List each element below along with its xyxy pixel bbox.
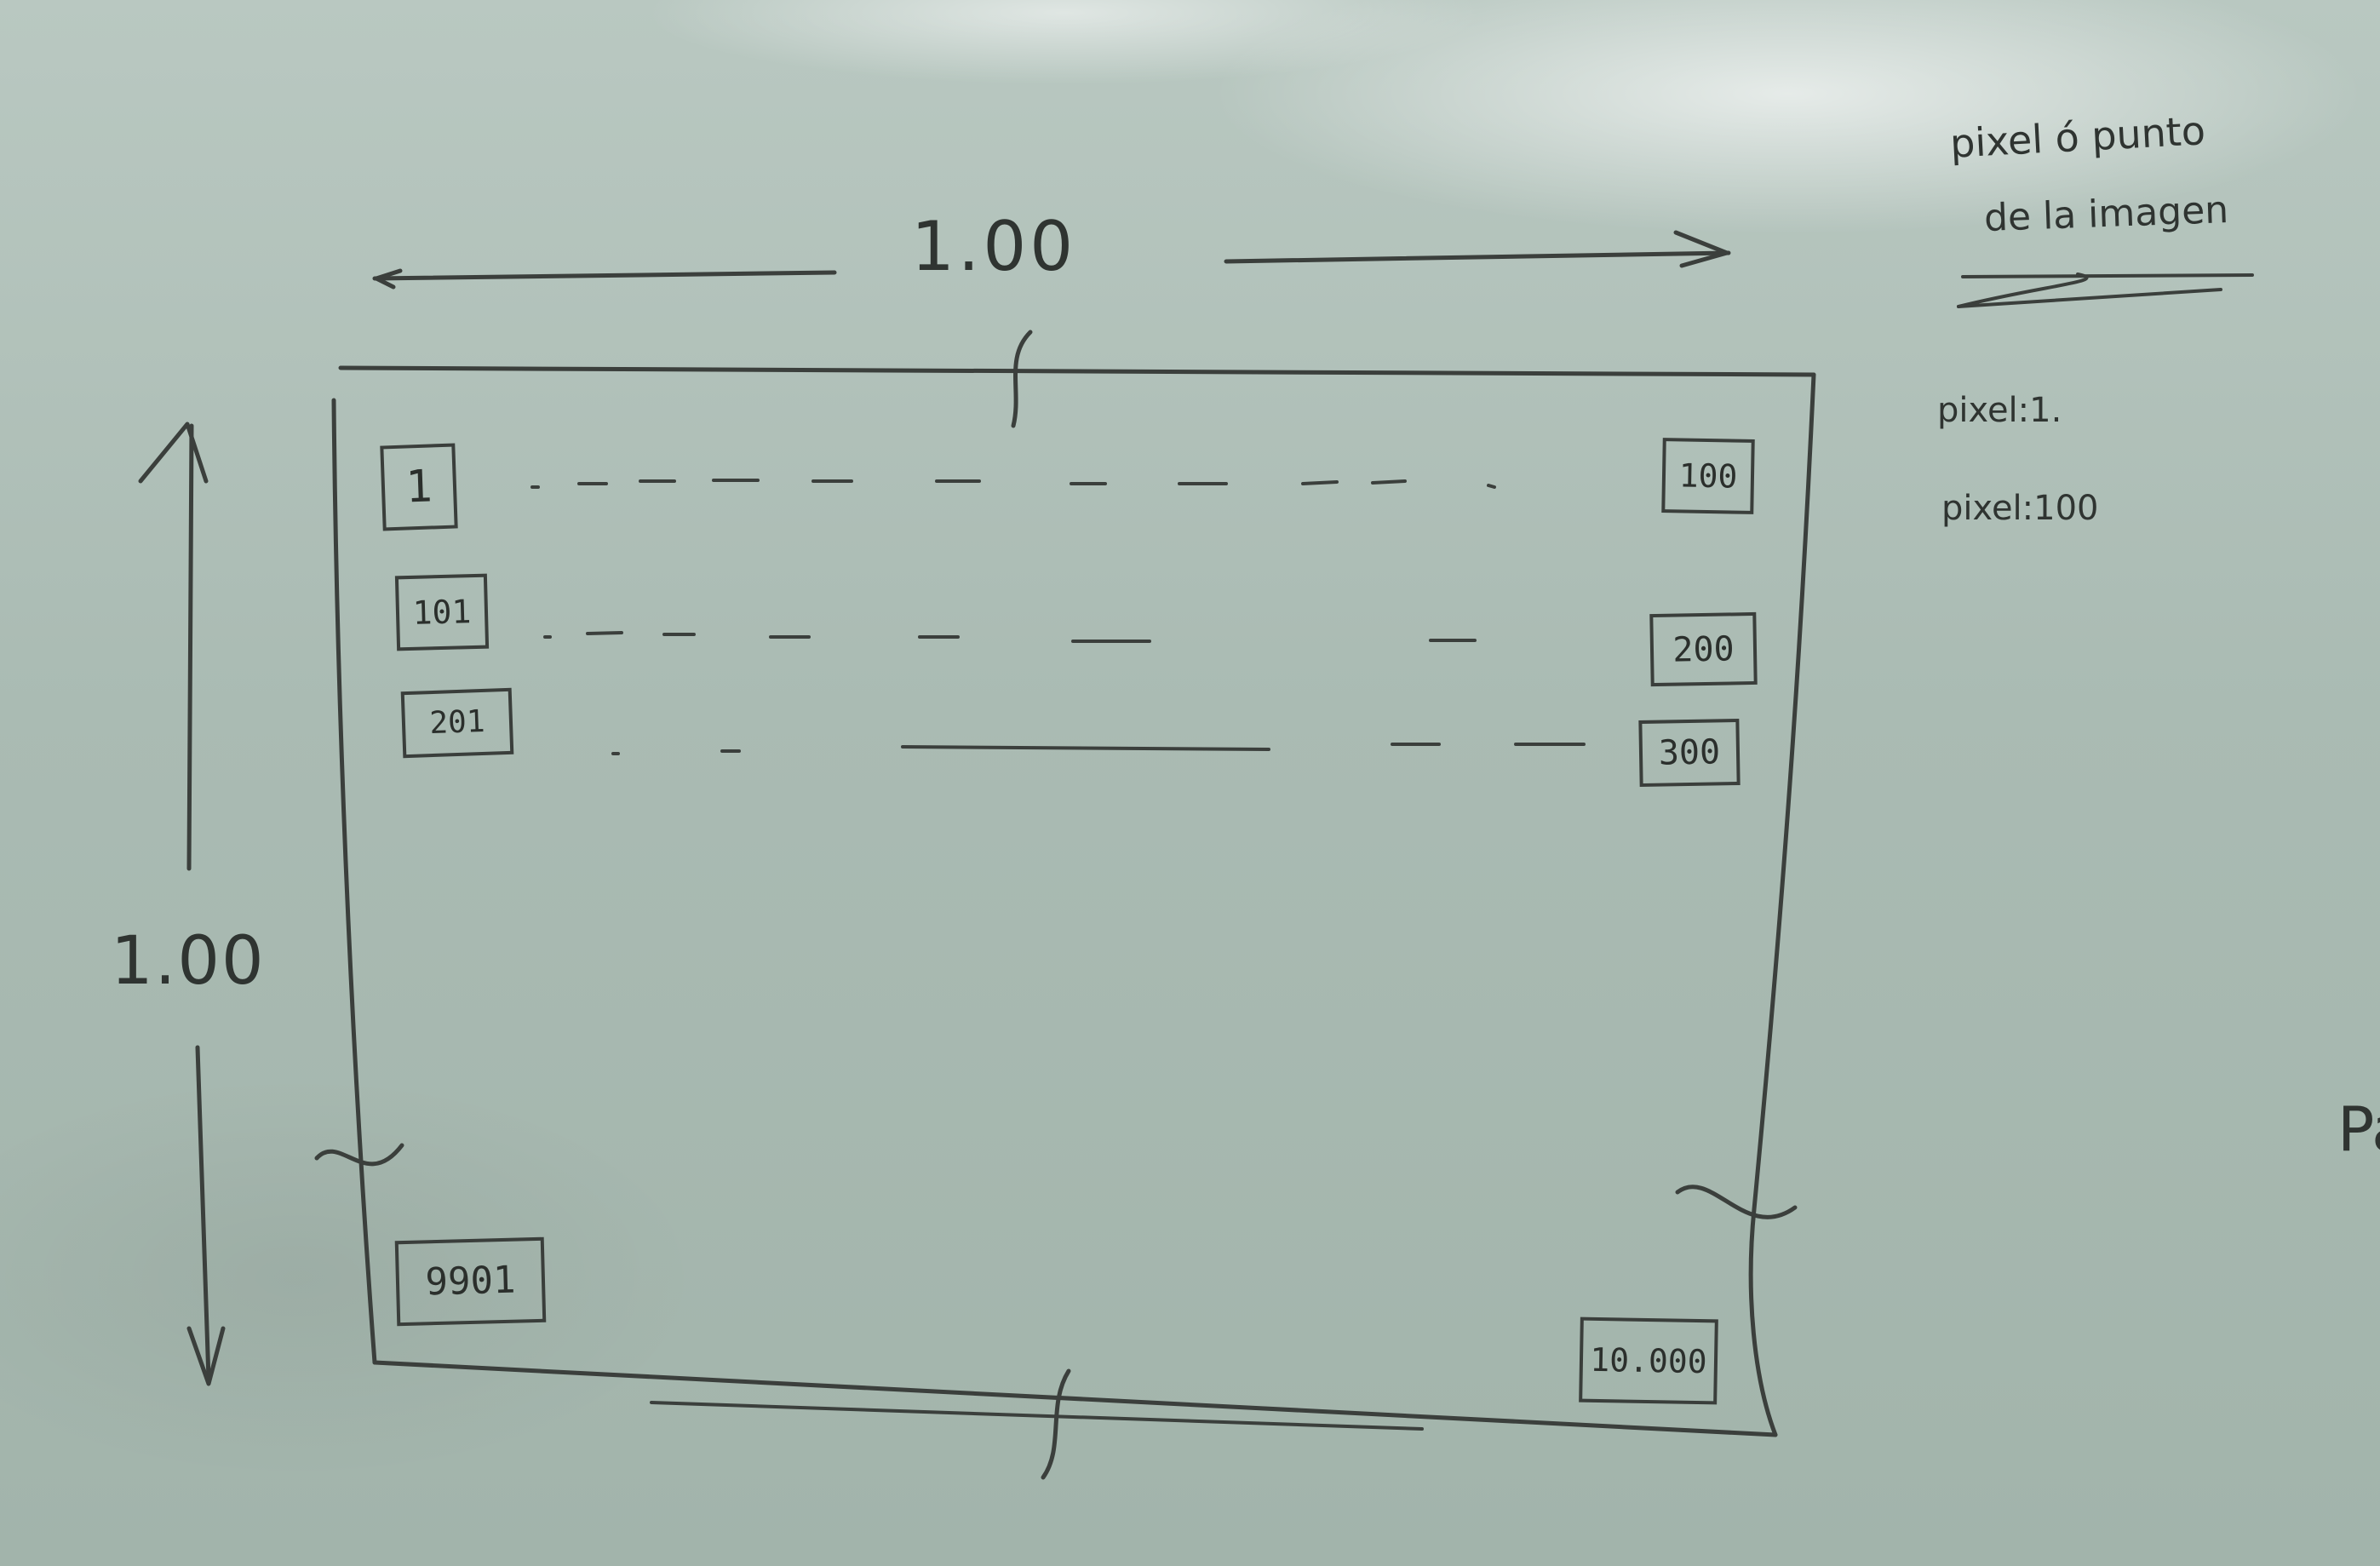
image-frame (331, 365, 1816, 1437)
height-arrow (138, 422, 226, 1386)
edge-text: Pa (2337, 1093, 2380, 1165)
note-pixel-100: pixel:100 (1941, 489, 2099, 528)
definition-underline (1957, 272, 2254, 308)
cell-201: 201 (400, 687, 514, 759)
cell-9901: 9901 (394, 1236, 547, 1327)
width-arrow (372, 230, 1731, 290)
height-label: 1.00 (111, 923, 266, 1000)
definition-line-2: de la imagen (1983, 188, 2229, 240)
note-pixel-1: pixel:1. (1937, 391, 2062, 430)
cell-300: 300 (1638, 718, 1741, 788)
cell-101: 101 (394, 573, 490, 651)
break-marks (314, 330, 1798, 1480)
width-label: 1.00 (911, 207, 1077, 286)
cell-1: 1 (380, 443, 458, 531)
cell-100: 100 (1661, 438, 1755, 514)
cell-200: 200 (1649, 611, 1758, 687)
cell-10000: 10.000 (1579, 1316, 1718, 1405)
row-dashes (530, 479, 1586, 755)
